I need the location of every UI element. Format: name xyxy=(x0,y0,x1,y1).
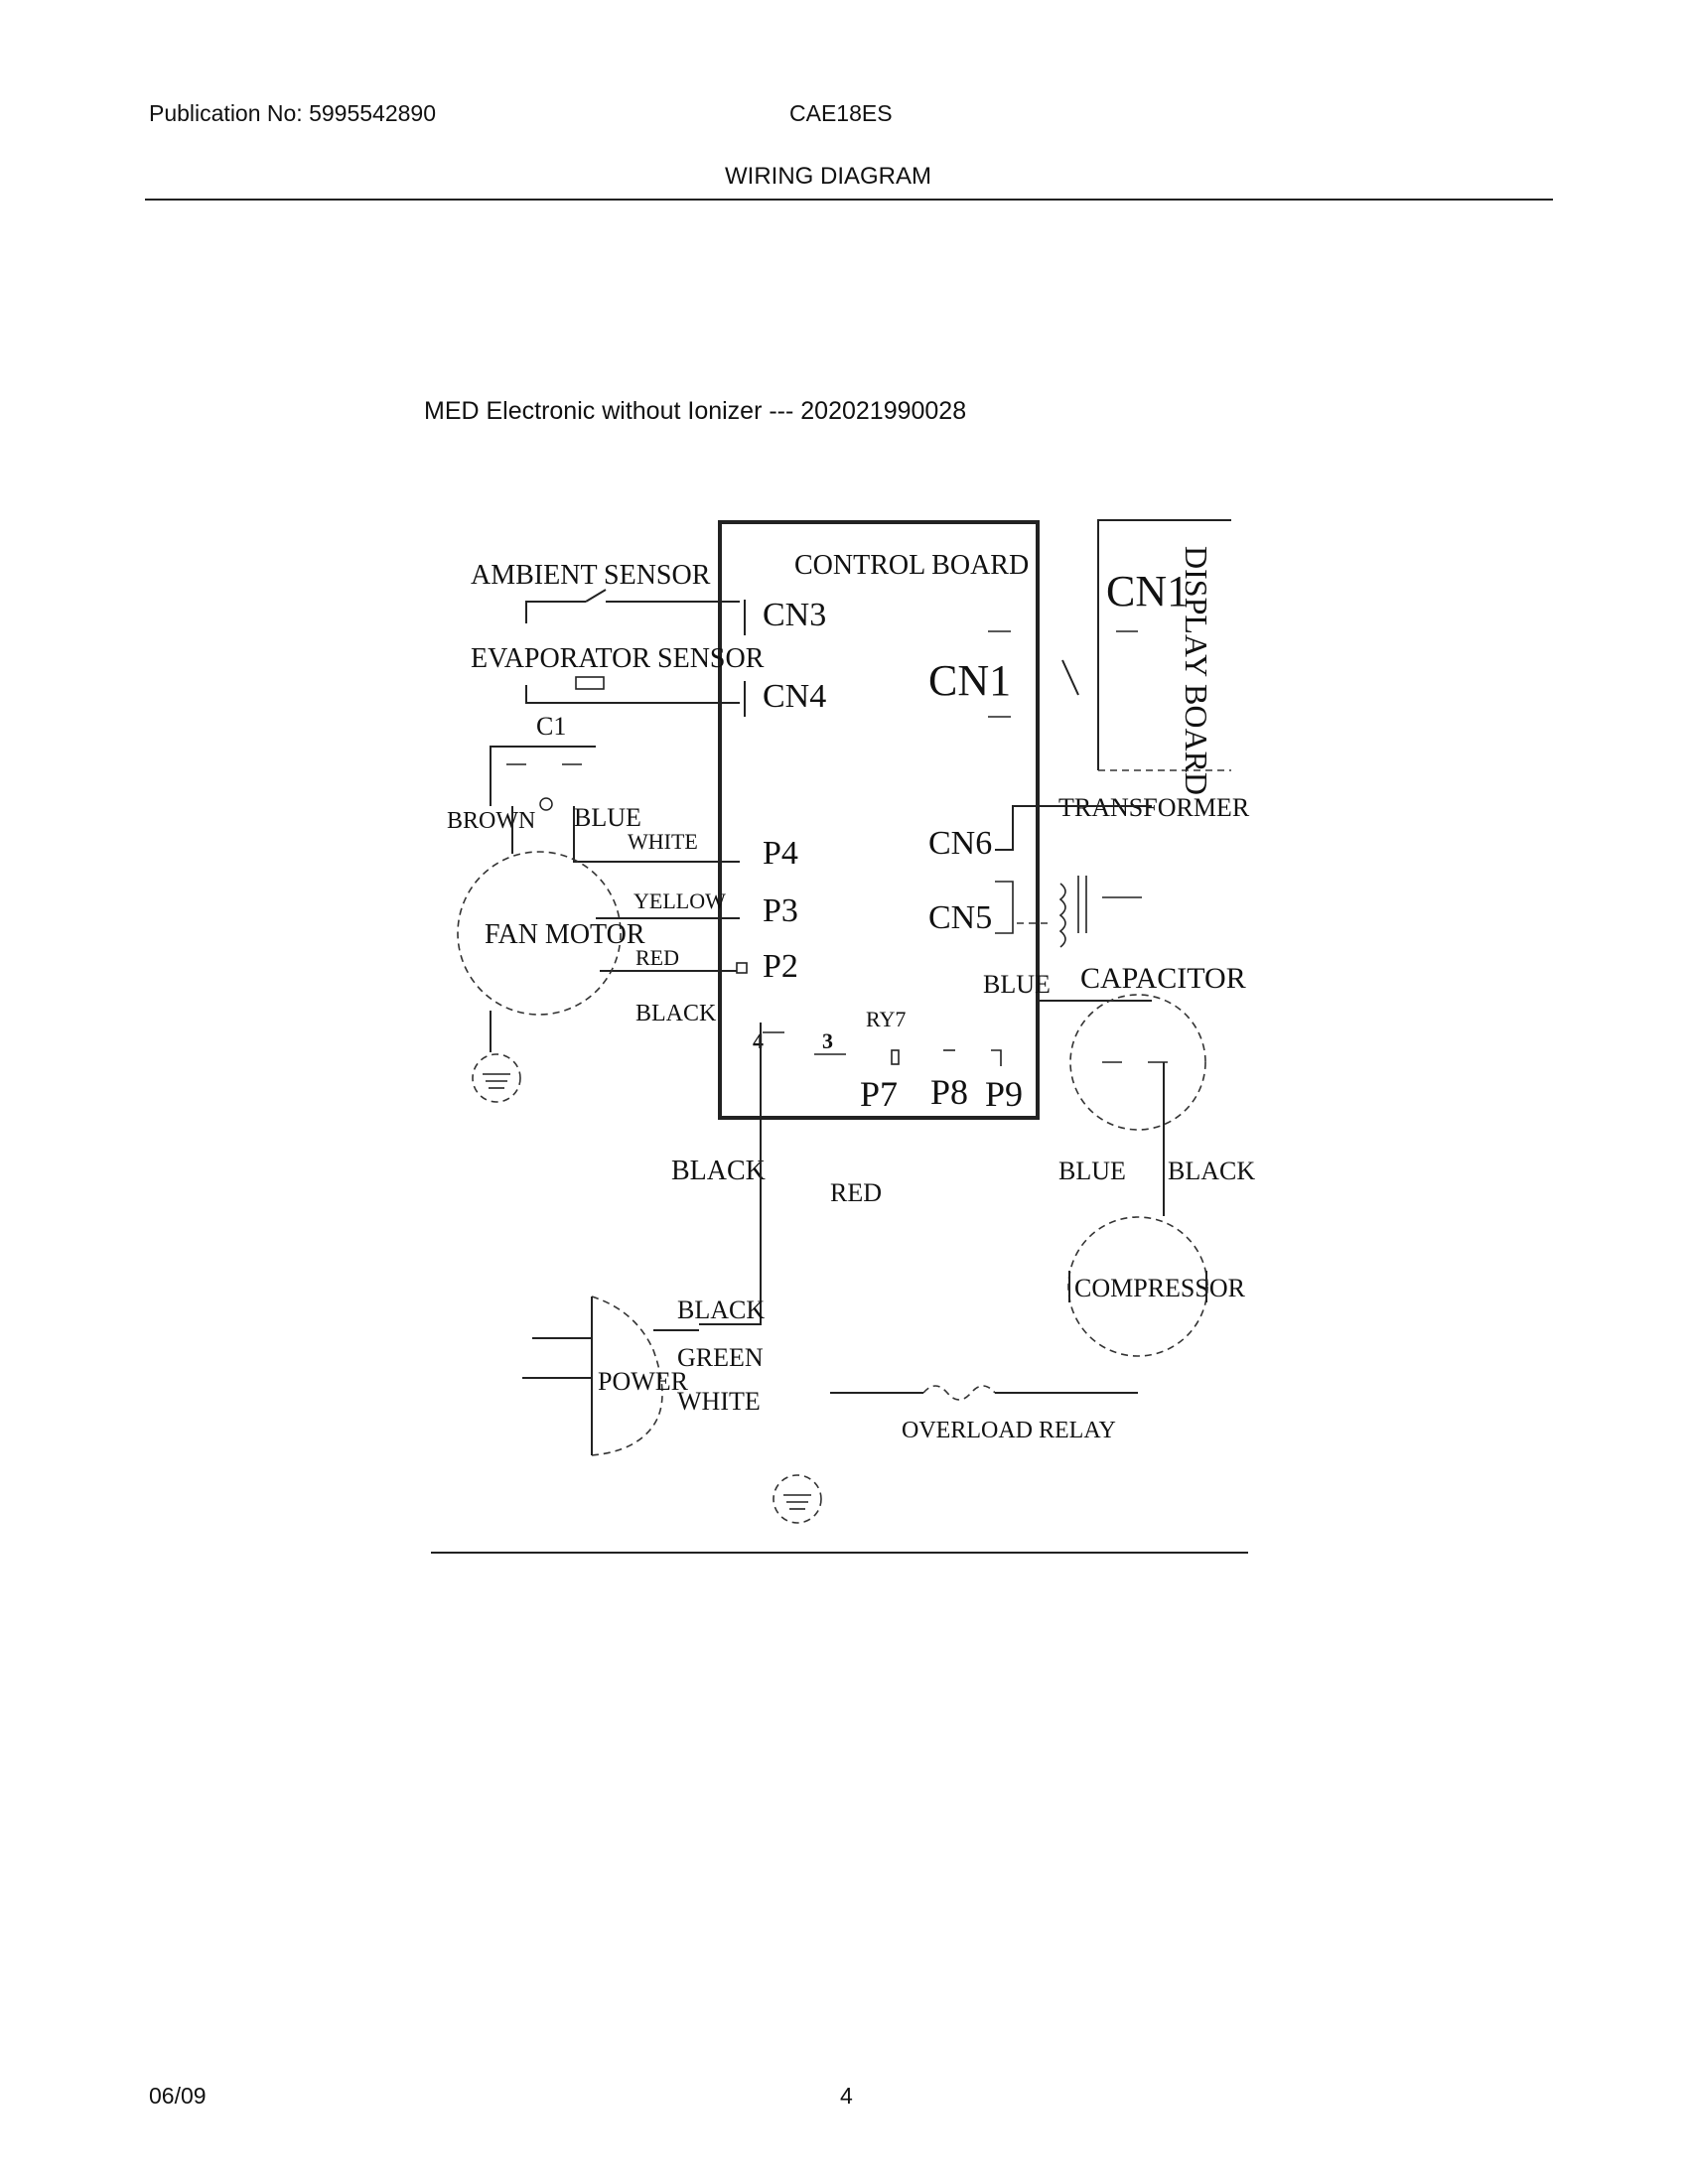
power-label: POWER xyxy=(598,1367,689,1396)
wire-label-white-power: WHITE xyxy=(677,1387,761,1416)
control-board-box xyxy=(718,520,1040,1120)
transformer-symbol xyxy=(995,881,1014,934)
fan-motor-symbol xyxy=(457,851,622,1016)
display-board-title: DISPLAY BOARD xyxy=(1179,546,1214,795)
publication-number: Publication No: 5995542890 xyxy=(149,100,437,126)
model-number: CAE18ES xyxy=(789,100,893,126)
section-title: WIRING DIAGRAM xyxy=(725,163,931,190)
wire-label-black-comp: BLACK xyxy=(1168,1157,1255,1185)
connector-cn4: CN4 xyxy=(763,678,826,715)
wire-label-red-fan: RED xyxy=(635,945,679,970)
evaporator-sensor-symbol xyxy=(575,676,605,690)
display-board-outline xyxy=(1097,519,1231,770)
connector-p3: P3 xyxy=(763,892,798,929)
control-board-title: CONTROL BOARD xyxy=(794,550,1029,581)
page-number: 4 xyxy=(840,2083,853,2109)
wire-label-yellow: YELLOW xyxy=(633,888,726,913)
terminal-3: 3 xyxy=(822,1028,833,1053)
power-plug-symbol xyxy=(591,1296,663,1456)
connector-p2: P2 xyxy=(763,948,798,985)
connector-cn3: CN3 xyxy=(763,597,826,633)
capacitor-symbol xyxy=(1069,994,1206,1131)
fan-motor-label: FAN MOTOR xyxy=(485,919,645,950)
connector-cn5: CN5 xyxy=(928,899,992,936)
wire-label-red-board: RED xyxy=(830,1178,882,1207)
fan-ground-icon xyxy=(472,1053,521,1103)
wire-label-blue-comp: BLUE xyxy=(1058,1157,1126,1185)
header-rule xyxy=(145,199,1553,201)
display-board-cn1: CN1 xyxy=(1106,567,1189,615)
capacitor-label: CAPACITOR xyxy=(1080,962,1246,995)
ambient-sensor-symbol xyxy=(585,589,740,603)
wire-label-black-board: BLACK xyxy=(671,1156,766,1186)
connector-p9: P9 xyxy=(985,1074,1023,1114)
overload-relay-symbol xyxy=(922,1385,996,1401)
wire-label-black-power: BLACK xyxy=(677,1296,765,1324)
evaporator-sensor-label: EVAPORATOR SENSOR xyxy=(471,643,765,674)
connector-p8: P8 xyxy=(930,1072,968,1112)
c1-terminal xyxy=(539,797,553,811)
relay-ry7: RY7 xyxy=(866,1007,906,1031)
wire-label-white-fan: WHITE xyxy=(628,829,698,854)
diagram-subtitle: MED Electronic without Ionizer --- 20202… xyxy=(424,397,967,425)
connector-p7: P7 xyxy=(860,1074,898,1114)
wire-label-black-fan: BLACK xyxy=(635,1001,717,1026)
wire-label-green-power: GREEN xyxy=(677,1343,764,1372)
connector-cn6: CN6 xyxy=(928,825,992,862)
ambient-sensor-label: AMBIENT SENSOR xyxy=(471,560,711,591)
ground-icon xyxy=(773,1474,822,1524)
terminal-4: 4 xyxy=(753,1028,764,1053)
wire-label-blue-fan: BLUE xyxy=(574,803,641,832)
wire-label-brown: BROWN xyxy=(447,808,535,834)
footer-date: 06/09 xyxy=(149,2083,207,2109)
wire-label-blue-cap: BLUE xyxy=(983,970,1051,999)
transformer-label: TRANSFORMER xyxy=(1058,793,1250,822)
compressor-label: COMPRESSOR xyxy=(1074,1274,1246,1302)
connector-p4: P4 xyxy=(763,835,798,872)
connector-cn1-board: CN1 xyxy=(928,656,1011,705)
c1-label: C1 xyxy=(536,712,566,741)
overload-relay-label: OVERLOAD RELAY xyxy=(902,1418,1116,1443)
